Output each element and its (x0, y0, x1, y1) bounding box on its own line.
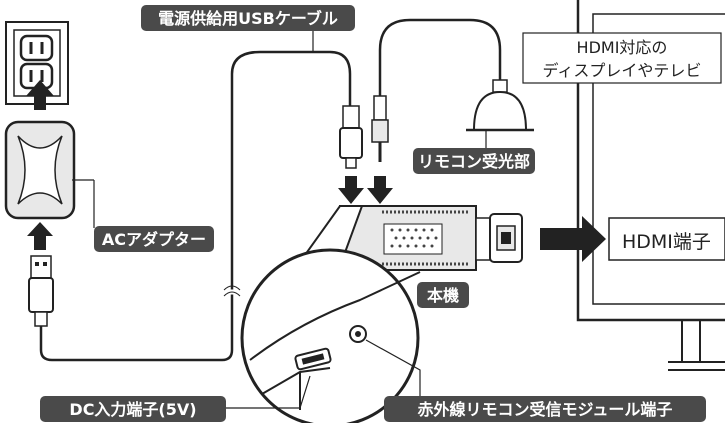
ir-port-label-box (384, 396, 706, 422)
ir-port-label: 赤外線リモコン受信モジュール端子 (418, 400, 673, 419)
hdmi-stick-icon (339, 205, 523, 271)
display-label-box (522, 32, 722, 84)
dc-input-label-box (40, 396, 226, 422)
hdmi-port-box (608, 217, 725, 261)
ir-cable-line (378, 18, 502, 96)
ac-adapter-label: ACアダプター (102, 230, 206, 249)
usb-cable-label: 電源供給用USBケーブル (158, 9, 338, 28)
display-label-line1: HDMI対応の (577, 38, 668, 57)
ac-adapter-icon (4, 120, 76, 220)
usb-cable-label-box (141, 5, 355, 31)
dc-input-label: DC入力端子(5V) (69, 400, 196, 419)
usb-plug-icon (28, 255, 54, 327)
arrow-down-usb (338, 176, 364, 204)
arrow-up-to-outlet (26, 80, 54, 110)
arrow-icon (540, 216, 606, 262)
micro-usb-plug-icon (339, 105, 363, 169)
usb-cable-line (39, 50, 352, 362)
magnifier-circle (240, 248, 421, 423)
ir-receiver-label: リモコン受光部 (418, 152, 530, 171)
main-unit-label-box (417, 282, 469, 308)
ir-plug-icon (371, 95, 389, 162)
arrow-down-ir (367, 176, 393, 204)
ir-receiver-icon (466, 79, 534, 132)
hdmi-port-label: HDMI端子 (622, 231, 711, 253)
ac-adapter-label-box (94, 226, 214, 252)
ir-receiver-label-box (413, 148, 535, 174)
arrow-up-to-adapter (27, 222, 53, 250)
display-label-line2: ディスプレイやテレビ (543, 61, 702, 80)
main-unit-label: 本機 (427, 286, 459, 305)
